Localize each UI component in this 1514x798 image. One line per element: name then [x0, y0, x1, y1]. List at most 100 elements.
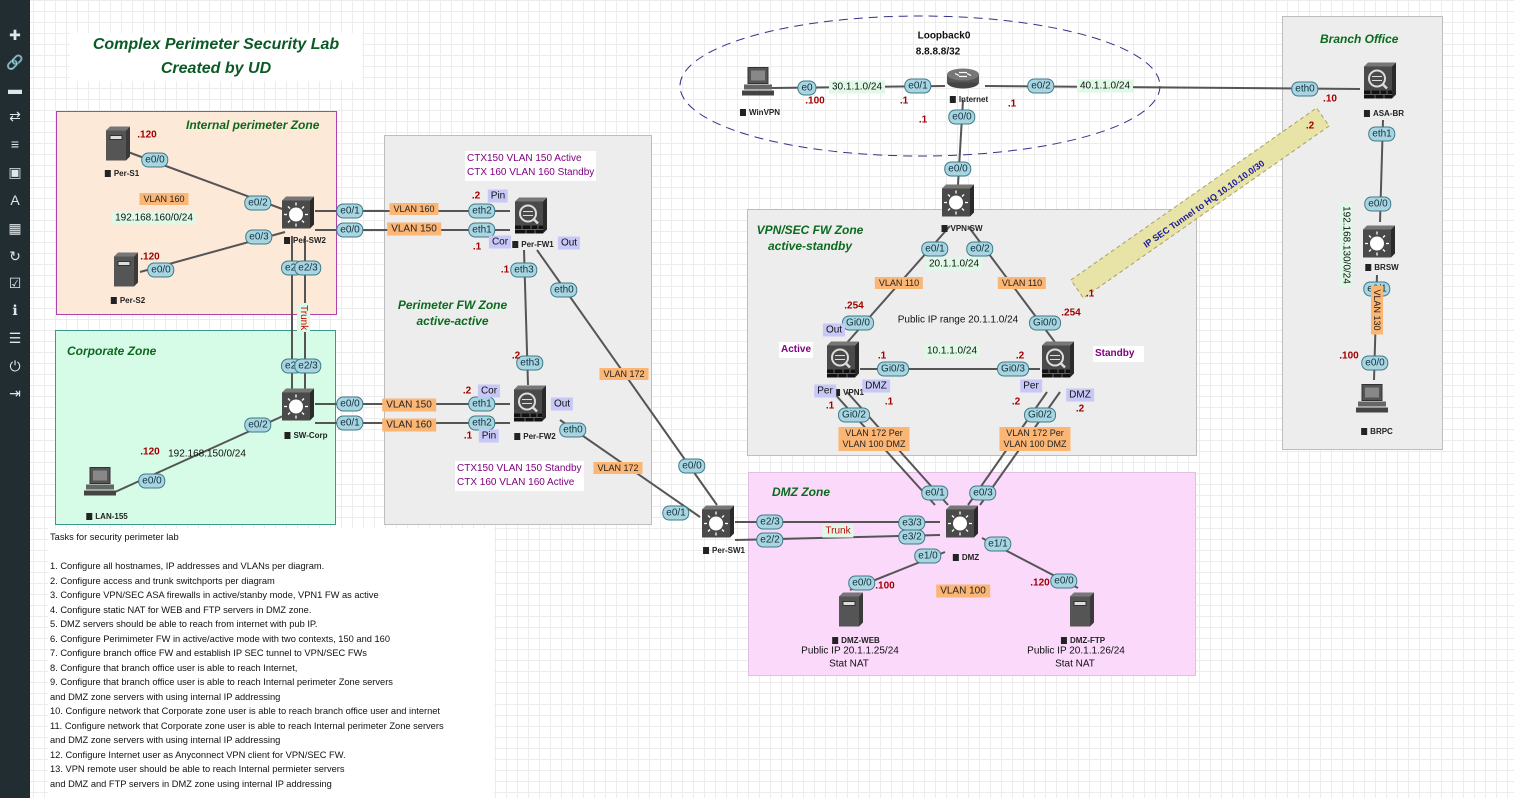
- node-asa-br[interactable]: [1362, 61, 1398, 106]
- refresh-icon[interactable]: ↻: [9, 248, 21, 264]
- node-vpn2[interactable]: [1040, 340, 1076, 385]
- port-label[interactable]: e0: [797, 80, 817, 96]
- port-label[interactable]: e2/3: [294, 358, 322, 374]
- port-label[interactable]: e0/1: [904, 78, 932, 94]
- port-label[interactable]: e0/1: [921, 241, 949, 257]
- router-icon: [946, 67, 980, 90]
- trunk-label: Trunk: [822, 524, 854, 538]
- node-per-sw2[interactable]: [280, 195, 316, 236]
- node-per-s2[interactable]: [112, 251, 140, 294]
- port-label[interactable]: eth0: [1291, 81, 1319, 97]
- port-label[interactable]: eth3: [510, 262, 538, 278]
- vlan-tag: VLAN 100: [936, 584, 990, 598]
- port-label[interactable]: Gi0/2: [838, 407, 870, 423]
- port-label[interactable]: e0/1: [921, 485, 949, 501]
- server-icon: [838, 592, 864, 627]
- port-label[interactable]: e0/2: [244, 417, 272, 433]
- add-icon[interactable]: ✚: [9, 27, 21, 43]
- port-label[interactable]: e0/2: [244, 195, 272, 211]
- port-label[interactable]: e0/0: [1364, 196, 1392, 212]
- node-dmz-switch[interactable]: [944, 504, 980, 549]
- port-label[interactable]: e0/1: [336, 415, 364, 431]
- lab-title[interactable]: Complex Perimeter Security Lab Created b…: [70, 33, 362, 81]
- port-label[interactable]: e0/0: [138, 473, 166, 489]
- port-label[interactable]: e0/2: [966, 241, 994, 257]
- port-label[interactable]: e0/0: [1050, 573, 1078, 589]
- node-per-s1[interactable]: [104, 125, 132, 168]
- node-vpn-sw[interactable]: [940, 183, 976, 224]
- task-line: 11. Configure network that Corporate zon…: [50, 720, 444, 731]
- node-dmz-ftp[interactable]: [1068, 591, 1096, 634]
- check-icon[interactable]: ☑: [8, 275, 22, 291]
- node-per-fw1-label: Per-FW1: [512, 240, 553, 249]
- port-label[interactable]: eth0: [559, 422, 587, 438]
- link-icon[interactable]: 🔗: [6, 54, 24, 70]
- port-label[interactable]: e0/0: [147, 262, 175, 278]
- port-label[interactable]: eth1: [468, 396, 496, 412]
- port-label[interactable]: e2/2: [756, 532, 784, 548]
- port-label[interactable]: e0/1: [336, 203, 364, 219]
- port-label[interactable]: e0/0: [678, 458, 706, 474]
- port-label[interactable]: Gi0/2: [1024, 407, 1056, 423]
- node-dmz-web[interactable]: [837, 591, 865, 634]
- network-icon[interactable]: ⇄: [9, 108, 21, 124]
- port-label[interactable]: e3/3: [898, 515, 926, 531]
- port-label[interactable]: Gi0/0: [1029, 315, 1061, 331]
- picture-icon[interactable]: ▣: [8, 164, 22, 180]
- node-internet[interactable]: [945, 65, 981, 96]
- port-label[interactable]: eth1: [1368, 126, 1396, 142]
- node-brsw[interactable]: [1361, 224, 1397, 265]
- power-icon[interactable]: ⏻: [9, 358, 21, 374]
- node-vpn1[interactable]: [825, 340, 861, 385]
- list-icon[interactable]: ≡: [10, 136, 20, 152]
- node-per-sw1[interactable]: [700, 504, 736, 545]
- ip-suffix: .1: [877, 350, 887, 362]
- port-label[interactable]: Gi0/3: [997, 361, 1029, 377]
- port-label[interactable]: e3/2: [898, 529, 926, 545]
- port-label[interactable]: e1/0: [914, 548, 942, 564]
- port-label[interactable]: e0/0: [848, 575, 876, 591]
- task-line: 5. DMZ servers should be able to reach f…: [50, 619, 318, 629]
- node-lan-155[interactable]: [82, 466, 118, 503]
- logout-icon[interactable]: ⇥: [9, 385, 21, 401]
- info-icon[interactable]: ℹ: [12, 302, 18, 318]
- switch-icon: [941, 183, 975, 218]
- text-icon[interactable]: A: [10, 192, 20, 208]
- node-brpc[interactable]: [1354, 383, 1390, 420]
- port-label[interactable]: e0/3: [245, 229, 273, 245]
- port-label[interactable]: e0/0: [944, 161, 972, 177]
- node-sw-corp[interactable]: [280, 387, 316, 428]
- port-label[interactable]: Gi0/0: [842, 315, 874, 331]
- port-label[interactable]: e2/3: [294, 260, 322, 276]
- port-label[interactable]: eth3: [516, 355, 544, 371]
- port-label[interactable]: eth1: [468, 222, 496, 238]
- node-winvpn[interactable]: [740, 66, 776, 103]
- port-label[interactable]: e0/3: [969, 485, 997, 501]
- port-label[interactable]: Gi0/3: [877, 361, 909, 377]
- grid-icon[interactable]: ▦: [8, 220, 22, 236]
- port-label[interactable]: e0/0: [336, 396, 364, 412]
- port-label[interactable]: eth0: [550, 282, 578, 298]
- port-label[interactable]: e0/0: [948, 109, 976, 125]
- port-label[interactable]: e0/0: [1361, 355, 1389, 371]
- port-label[interactable]: e0/2: [1027, 78, 1055, 94]
- node-per-sw2-label: Per-SW2: [284, 236, 326, 245]
- vlan-tag: VLAN 160: [139, 193, 189, 205]
- tasks-textbox[interactable]: Tasks for security perimeter lab 1. Conf…: [48, 528, 494, 798]
- lab-title-line2: Created by UD: [160, 60, 272, 77]
- task-line: 3. Configure VPN/SEC ASA firewalls in ac…: [50, 590, 379, 600]
- port-label[interactable]: e0/0: [336, 222, 364, 238]
- port-label[interactable]: eth2: [468, 203, 496, 219]
- port-label[interactable]: eth2: [468, 415, 496, 431]
- node-per-fw2[interactable]: [512, 384, 548, 429]
- switch-icon: [1362, 224, 1396, 259]
- port-label[interactable]: e2/3: [756, 514, 784, 530]
- node-per-fw1[interactable]: [513, 196, 549, 241]
- port-label[interactable]: e0/1: [662, 505, 690, 521]
- port-label[interactable]: e0/0: [141, 152, 169, 168]
- port-label[interactable]: e1/1: [984, 536, 1012, 552]
- node-icon[interactable]: ▬: [8, 81, 22, 97]
- lab-list-icon[interactable]: ☰: [8, 330, 22, 346]
